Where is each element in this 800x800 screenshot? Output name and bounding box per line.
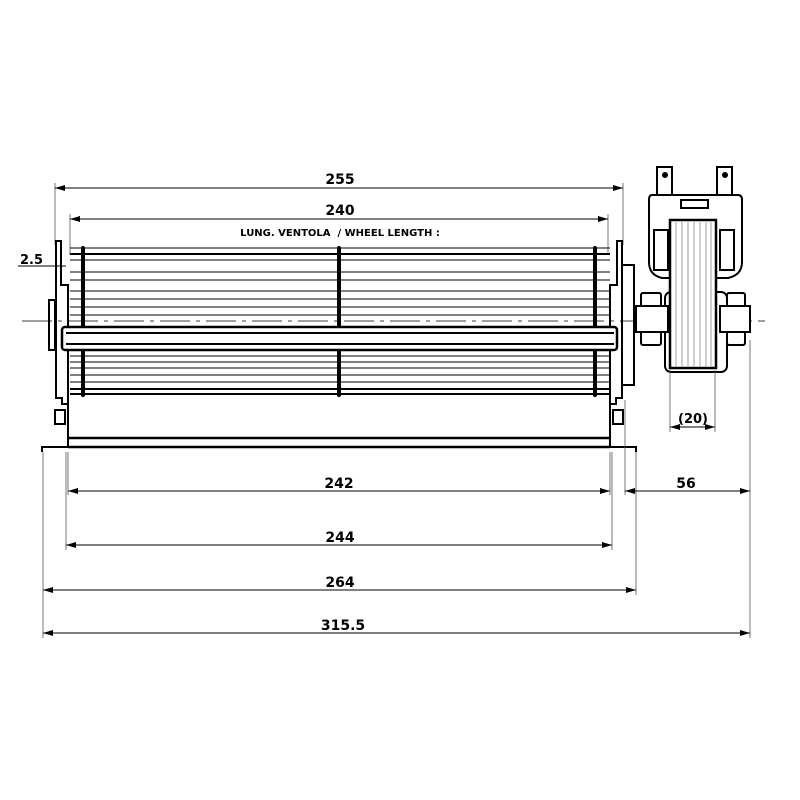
- dimension-255: 255: [54, 172, 624, 245]
- svg-text:240: 240: [325, 203, 354, 219]
- svg-text:242: 242: [324, 476, 353, 492]
- svg-text:56: 56: [676, 476, 695, 492]
- dimension-20: (20): [669, 370, 716, 432]
- dimension-315-5: 315.5: [43, 618, 750, 636]
- dimension-264: 264: [43, 575, 636, 593]
- dimension-56: 56: [625, 476, 750, 494]
- housing-base: [41, 340, 751, 638]
- dimension-244: 244: [66, 530, 612, 548]
- svg-text:(20): (20): [678, 412, 708, 427]
- motor: [635, 166, 751, 373]
- svg-text:255: 255: [325, 172, 354, 188]
- svg-text:244: 244: [325, 530, 354, 546]
- svg-text:2.5: 2.5: [20, 253, 43, 268]
- svg-text:315.5: 315.5: [321, 618, 365, 634]
- terminal-right: [716, 166, 733, 195]
- left-end-plate: [48, 240, 69, 448]
- fan-wheel: [60, 246, 619, 397]
- dimension-242: 242: [68, 476, 610, 494]
- svg-text:LUNG. VENTOLA / WHEEL LENGTH: LUNG. VENTOLA / WHEEL LENGTH :: [240, 228, 440, 239]
- svg-text:264: 264: [325, 575, 354, 591]
- terminal-left: [656, 166, 673, 195]
- right-end-plate: [609, 240, 635, 448]
- dimension-2-5: 2.5: [18, 253, 66, 268]
